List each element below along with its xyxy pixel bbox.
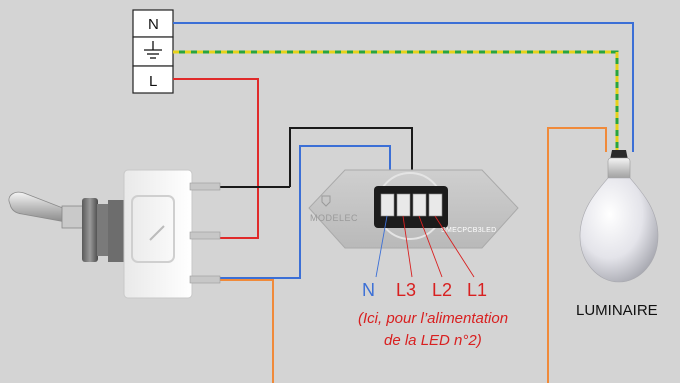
label-pointers [375, 215, 475, 278]
switch-nut [82, 198, 98, 262]
module-logo-icon [321, 195, 331, 207]
label-l1: L1 [467, 280, 487, 300]
wire-black-module [289, 127, 413, 196]
wire-orange-switch [220, 279, 274, 383]
module-slot-n [380, 193, 395, 217]
module-slot-l1 [428, 193, 443, 217]
switch-body [123, 169, 193, 299]
toggle-switch [8, 169, 221, 299]
note-line-1: (Ici, pour l’alimentation [358, 310, 508, 327]
switch-thread [108, 200, 126, 262]
earth-ground-icon [144, 41, 162, 59]
label-l2: L2 [432, 280, 452, 300]
wire-neutral-main [173, 22, 634, 152]
switch-washer [97, 204, 109, 256]
wire-earth-stripe [173, 50, 619, 152]
switch-lever [8, 191, 69, 223]
wire-orange-luminaire [547, 127, 607, 383]
wire-earth [173, 50, 619, 152]
module-slot-l3 [396, 193, 411, 217]
module-model: SMECPCB3LED [441, 227, 496, 234]
wire-line [173, 78, 259, 239]
switch-terminal-top [189, 182, 221, 191]
terminal-block: N L [132, 9, 174, 94]
module-brand: MODELEC [310, 213, 358, 223]
switch-bushing [61, 205, 85, 229]
led-module: MODELEC SMECPCB3LED [308, 169, 519, 249]
bulb-cap [610, 150, 628, 160]
module-slot-l2 [412, 193, 427, 217]
note-line-2: de la LED n°2) [384, 332, 482, 349]
switch-face [131, 195, 175, 263]
bulb-glass [579, 177, 659, 283]
terminal-line-label: L [149, 73, 157, 90]
luminaire-label: LUMINAIRE [576, 302, 658, 319]
terminal-neutral [132, 9, 174, 38]
switch-mark [149, 225, 165, 241]
label-l3: L3 [396, 280, 416, 300]
switch-terminal-bottom [189, 275, 221, 284]
terminal-line [132, 65, 174, 94]
luminaire-bulb-icon [579, 150, 659, 283]
terminal-neutral-label: N [148, 16, 159, 33]
switch-terminal-middle [189, 231, 221, 240]
label-n: N [362, 280, 375, 300]
wire-neutral-module [220, 145, 391, 279]
